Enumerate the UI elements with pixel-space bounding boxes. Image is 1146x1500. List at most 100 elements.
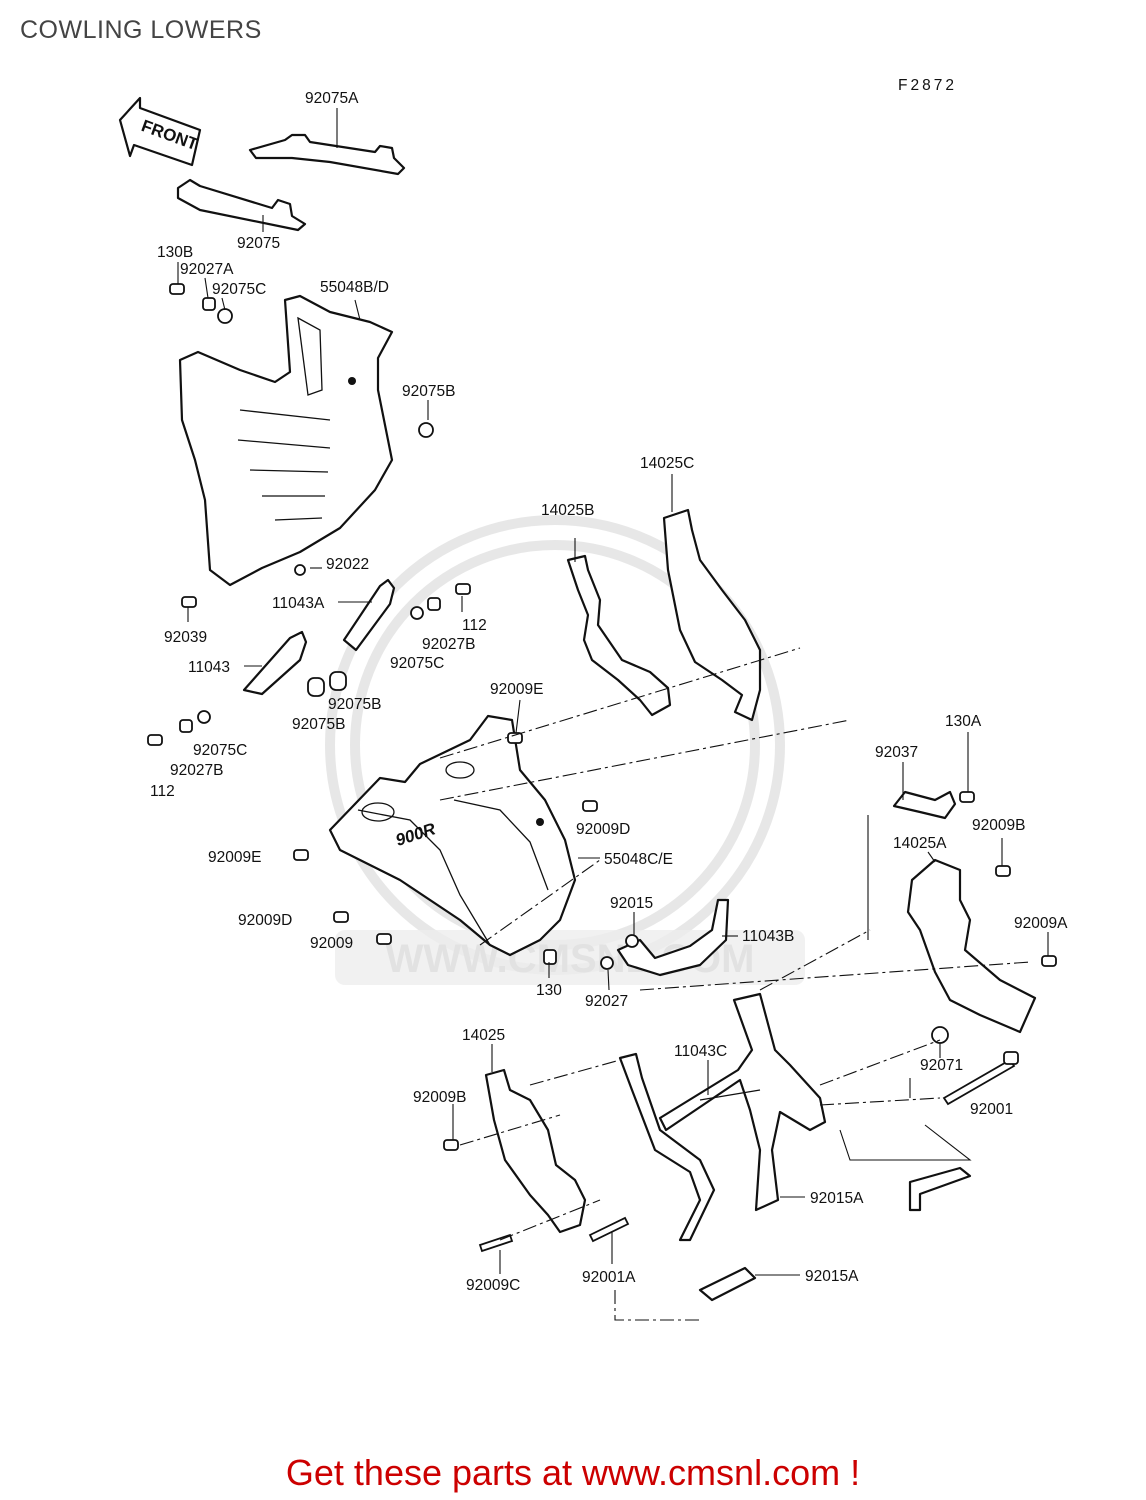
pad-92015A-lower (698, 1266, 757, 1302)
label-11043B: 11043B (742, 928, 794, 945)
screw-92009E-top (507, 732, 523, 744)
label-92027B-right: 92027B (422, 636, 475, 653)
label-11043A: 11043A (272, 595, 325, 612)
clip-92022 (294, 564, 306, 576)
screw-112-low (147, 734, 163, 746)
screw-92009B-left (443, 1139, 459, 1151)
bolt-92001 (942, 1058, 1016, 1106)
bracket-11043 (242, 630, 308, 696)
grommet-92015 (625, 934, 639, 948)
label-14025B: 14025B (541, 502, 594, 519)
screw-92009D-left (333, 911, 349, 923)
figure-id: F2872 (898, 77, 957, 94)
label-92037: 92037 (875, 744, 918, 761)
label-112-low: 112 (150, 783, 175, 800)
label-92075B-top: 92075B (402, 383, 455, 400)
bracket-11043A (342, 578, 396, 652)
under-cowl-55048CE: 900R (328, 714, 577, 957)
stay-11043C (618, 992, 827, 1242)
screw-92009 (376, 933, 392, 945)
label-11043: 11043 (188, 659, 230, 676)
label-130: 130 (536, 982, 562, 999)
screw-92009E-left (293, 849, 309, 861)
damper-92075B-a (307, 677, 325, 697)
cover-14025 (484, 1068, 587, 1234)
label-92009E-top: 92009E (490, 681, 543, 698)
assembly-lines (439, 647, 1031, 1321)
screw-130A (959, 791, 975, 803)
label-14025: 14025 (462, 1027, 505, 1044)
bracket-92075 (176, 178, 307, 232)
damper-92075B-b (329, 671, 347, 691)
label-92075C-mid: 92075C (390, 655, 444, 672)
grommet-92027 (600, 956, 614, 970)
inner-cover-14025C (662, 508, 762, 722)
nut-92075C-low (197, 710, 211, 724)
screw-92009D-right (582, 800, 598, 812)
cmsnl-watermark: WWW.CMSNL.COM (325, 515, 805, 985)
part-labels: 92075A 92075 130B 92027A 92075C 55048B/D… (150, 90, 1068, 1294)
label-92009: 92009 (310, 935, 353, 952)
side-cowl-55048BD (178, 294, 394, 587)
bracket-92075A (248, 133, 406, 176)
bracket-11043B (616, 898, 730, 977)
nut-92075C-mid (410, 606, 424, 620)
label-92001: 92001 (970, 1101, 1013, 1118)
label-92009B-left: 92009B (413, 1089, 466, 1106)
label-92001A: 92001A (582, 1269, 636, 1286)
label-130A: 130A (945, 713, 982, 730)
label-11043C: 11043C (674, 1043, 727, 1060)
label-92027A: 92027A (180, 261, 234, 278)
pad-92015A-upper (908, 1166, 972, 1212)
label-92075B-a: 92075B (328, 696, 381, 713)
screw-92039 (181, 596, 197, 608)
label-92075B-b: 92075B (292, 716, 345, 733)
label-112-right: 112 (462, 617, 487, 634)
label-92027: 92027 (585, 993, 628, 1010)
clamp-92037 (892, 790, 957, 820)
label-92075C-low: 92075C (193, 742, 247, 759)
screw-92009B-right (995, 865, 1011, 877)
label-92075C-top: 92075C (212, 281, 266, 298)
label-14025A: 14025A (893, 835, 947, 852)
label-92015A-upper: 92015A (810, 1190, 864, 1207)
label-92009E-left: 92009E (208, 849, 261, 866)
label-92075: 92075 (237, 235, 280, 252)
label-92075A: 92075A (305, 90, 359, 107)
label-92039: 92039 (164, 629, 207, 646)
screw-130B (169, 283, 185, 295)
label-92009D-left: 92009D (238, 912, 292, 929)
nut-92075C (217, 308, 233, 324)
label-92009A: 92009A (1014, 915, 1068, 932)
label-92009D-right: 92009D (576, 821, 630, 838)
bolt-head-92001 (1003, 1051, 1019, 1065)
collar-92071 (931, 1026, 949, 1044)
grommet-92027A (202, 297, 216, 311)
leader-lines (177, 108, 1049, 1276)
label-55048CE: 55048C/E (604, 851, 673, 868)
label-92009C: 92009C (466, 1277, 520, 1294)
screw-92009A (1041, 955, 1057, 967)
inner-cover-14025B (566, 554, 672, 717)
label-92027B-low: 92027B (170, 762, 223, 779)
cover-14025A (906, 858, 1037, 1034)
bolt-92001A (588, 1216, 630, 1243)
promo-link[interactable]: Get these parts at www.cmsnl.com ! (285, 1452, 861, 1493)
label-92015A-lower: 92015A (805, 1268, 859, 1285)
label-14025C: 14025C (640, 455, 694, 472)
screw-112-right (455, 583, 471, 595)
grommet-92027B-right (427, 597, 441, 611)
bolt-92009C (478, 1233, 514, 1253)
label-92071: 92071 (920, 1057, 963, 1074)
label-92022: 92022 (326, 556, 369, 573)
grommet-92027B-low (179, 719, 193, 733)
label-55048BD: 55048B/D (320, 279, 389, 296)
nut-92075B-top (418, 422, 434, 438)
screw-130 (543, 949, 557, 965)
label-130B: 130B (157, 244, 193, 261)
label-92015: 92015 (610, 895, 653, 912)
front-arrow-icon: FRONT (118, 96, 202, 167)
label-92009B-right: 92009B (972, 817, 1025, 834)
page-title: COWLING LOWERS (20, 16, 262, 44)
